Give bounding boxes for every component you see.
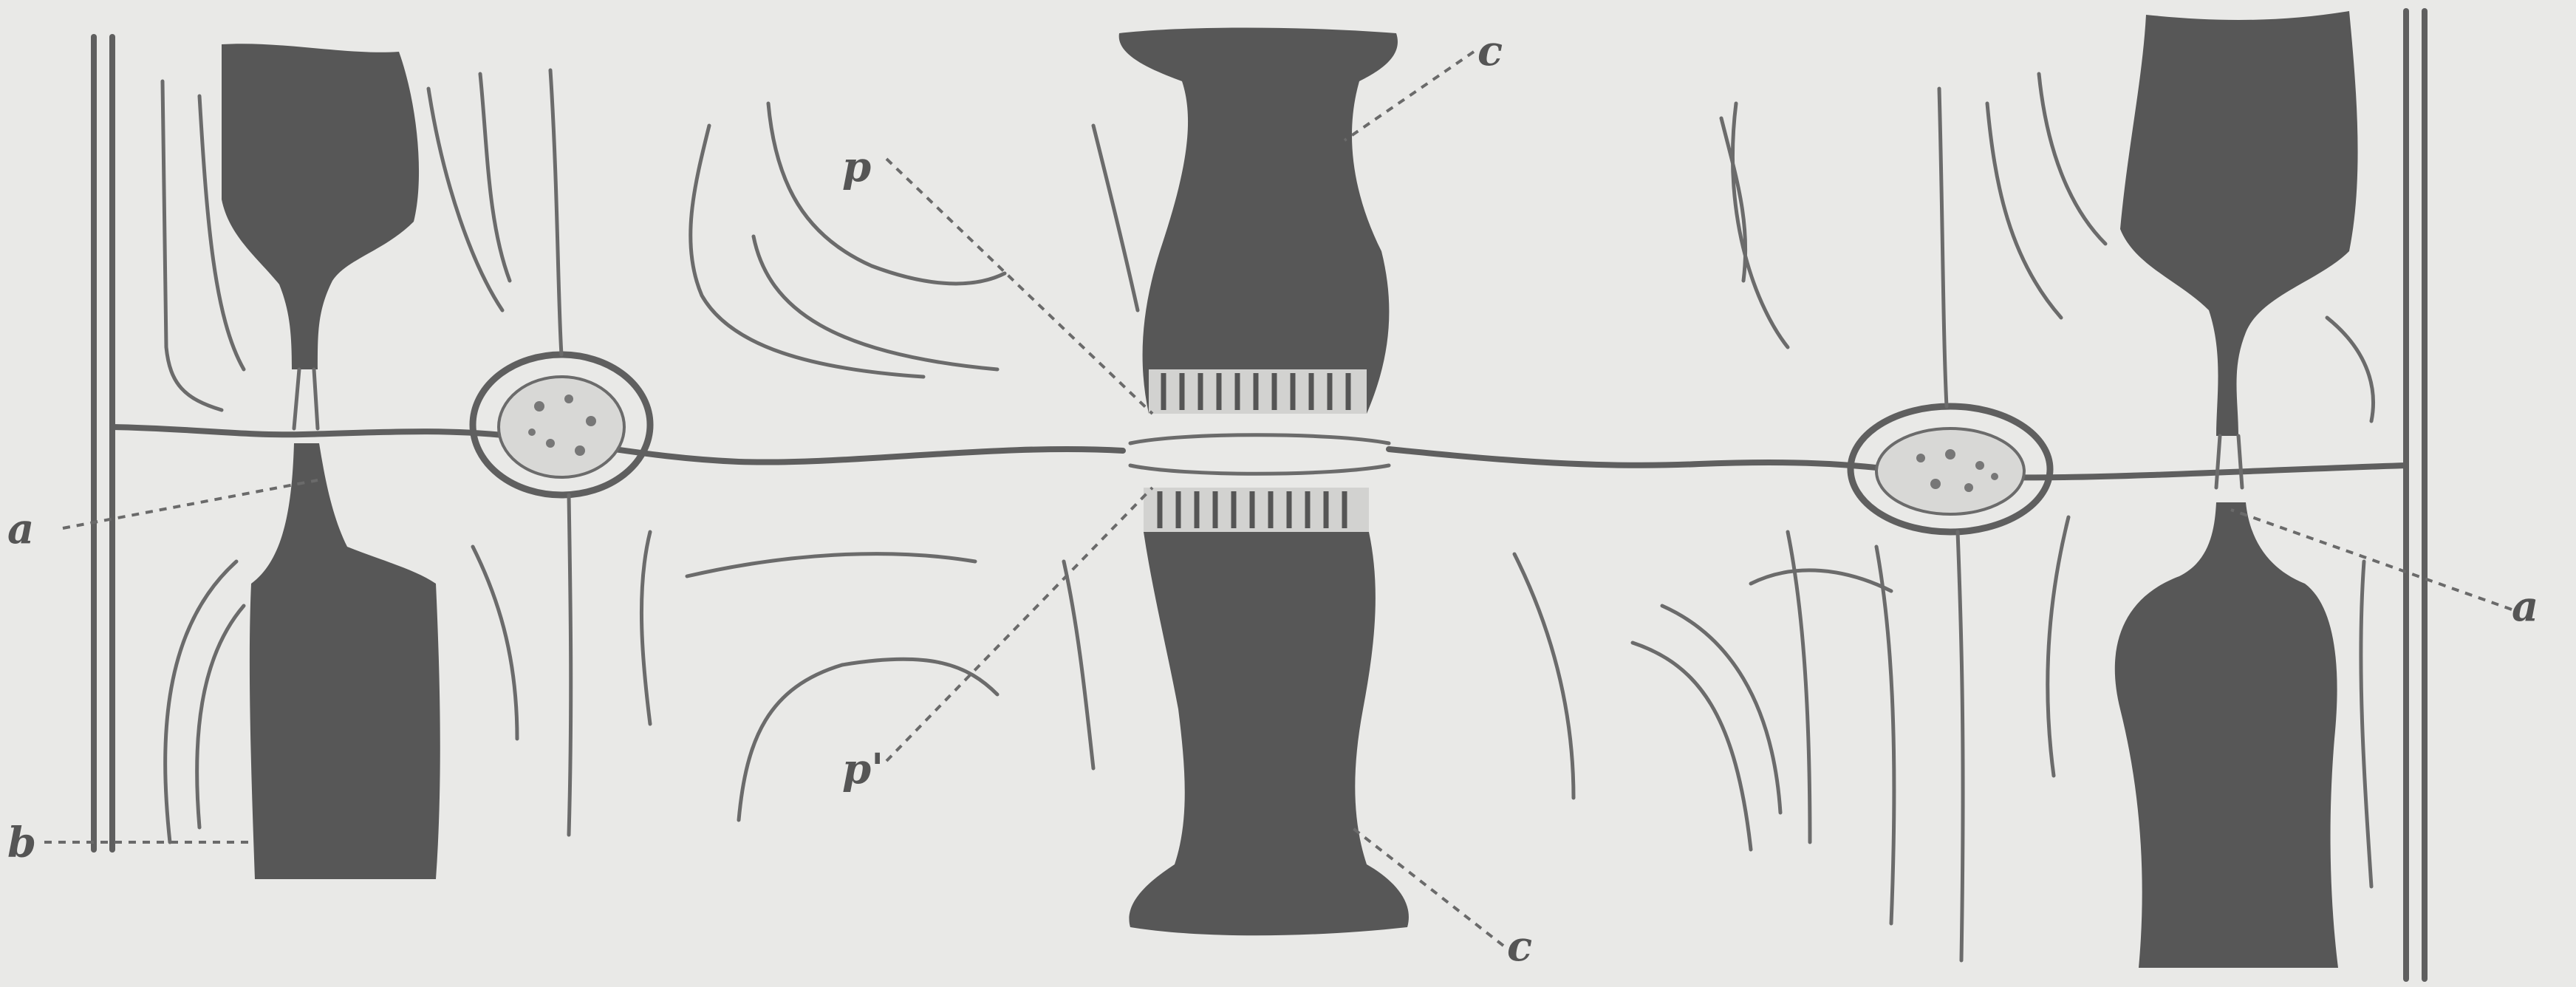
right-nucleus-stem-down xyxy=(1958,532,1963,960)
center-upper-striations xyxy=(1149,369,1367,414)
center-node-gap xyxy=(1130,435,1389,474)
right-node-constriction xyxy=(2216,436,2242,488)
right-nucleus-stem-up xyxy=(1939,89,1947,406)
left-lower-segment xyxy=(250,443,440,879)
label-c-bottom: c xyxy=(1507,922,1532,971)
left-node-constriction xyxy=(294,369,318,428)
center-upper-segment xyxy=(1119,28,1398,414)
right-upper-segment xyxy=(2120,11,2358,436)
center-lower-striations xyxy=(1144,488,1369,532)
label-p-top: p xyxy=(842,143,871,191)
label-b: b xyxy=(7,819,36,867)
left-nucleus-core xyxy=(499,377,624,477)
center-lower-segment xyxy=(1129,532,1409,935)
label-a-right: a xyxy=(2512,582,2538,631)
label-c-top: c xyxy=(1477,27,1503,75)
right-nucleus-core xyxy=(1876,428,2024,514)
label-a-left: a xyxy=(7,505,34,553)
left-nucleus-stem-down xyxy=(569,495,571,835)
left-upper-segment xyxy=(222,44,419,369)
label-p-bottom: p' xyxy=(842,745,884,793)
left-nucleus-stem-up xyxy=(550,70,561,355)
right-lower-segment xyxy=(2115,502,2338,968)
